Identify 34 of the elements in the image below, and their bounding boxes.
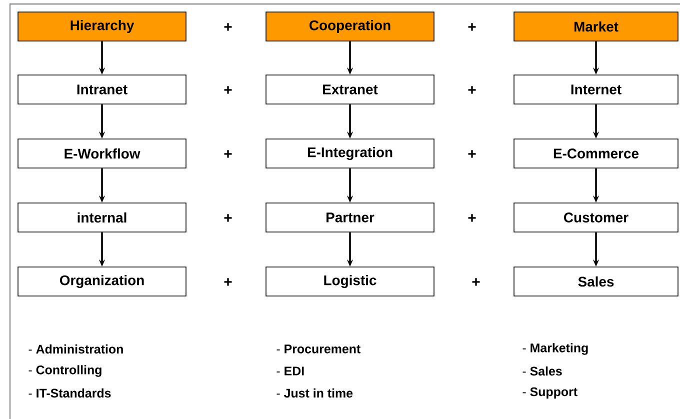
process-box: internal [18,202,186,232]
list-item: - Just in time [276,388,353,398]
plus-sign: + [224,86,232,94]
list-item: - EDI [276,366,304,376]
process-box: Partner [266,202,434,232]
process-box: E-Integration [266,138,434,168]
plus-sign: + [468,150,476,158]
plus-sign: + [224,23,232,31]
list-item: - Support [522,387,578,399]
process-box: Extranet [266,74,434,104]
plus-sign: + [472,278,480,286]
list-item: - IT-Standards [28,388,111,398]
process-box: Internet [514,74,678,104]
plus-sign: + [224,150,232,158]
plus-sign: + [224,278,232,286]
process-box: Organization [18,266,186,296]
plus-sign: + [468,23,476,31]
process-box: Customer [514,202,678,232]
process-box: E-Workflow [18,138,186,168]
plus-sign: + [468,86,476,94]
header-box: Cooperation [266,12,434,42]
list-item: - Procurement [276,344,360,354]
process-box: Intranet [18,74,186,104]
process-box: E-Commerce [514,138,678,168]
plus-sign: + [224,214,232,222]
list-item: - Controlling [28,365,102,377]
header-box: Hierarchy [18,12,186,42]
list-item: - Sales [522,366,562,376]
process-box: Sales [514,266,678,296]
list-item: - Administration [28,344,123,354]
list-item: - Marketing [522,343,588,355]
header-box: Market [514,12,678,42]
process-box: Logistic [266,266,434,296]
plus-sign: + [468,214,476,222]
